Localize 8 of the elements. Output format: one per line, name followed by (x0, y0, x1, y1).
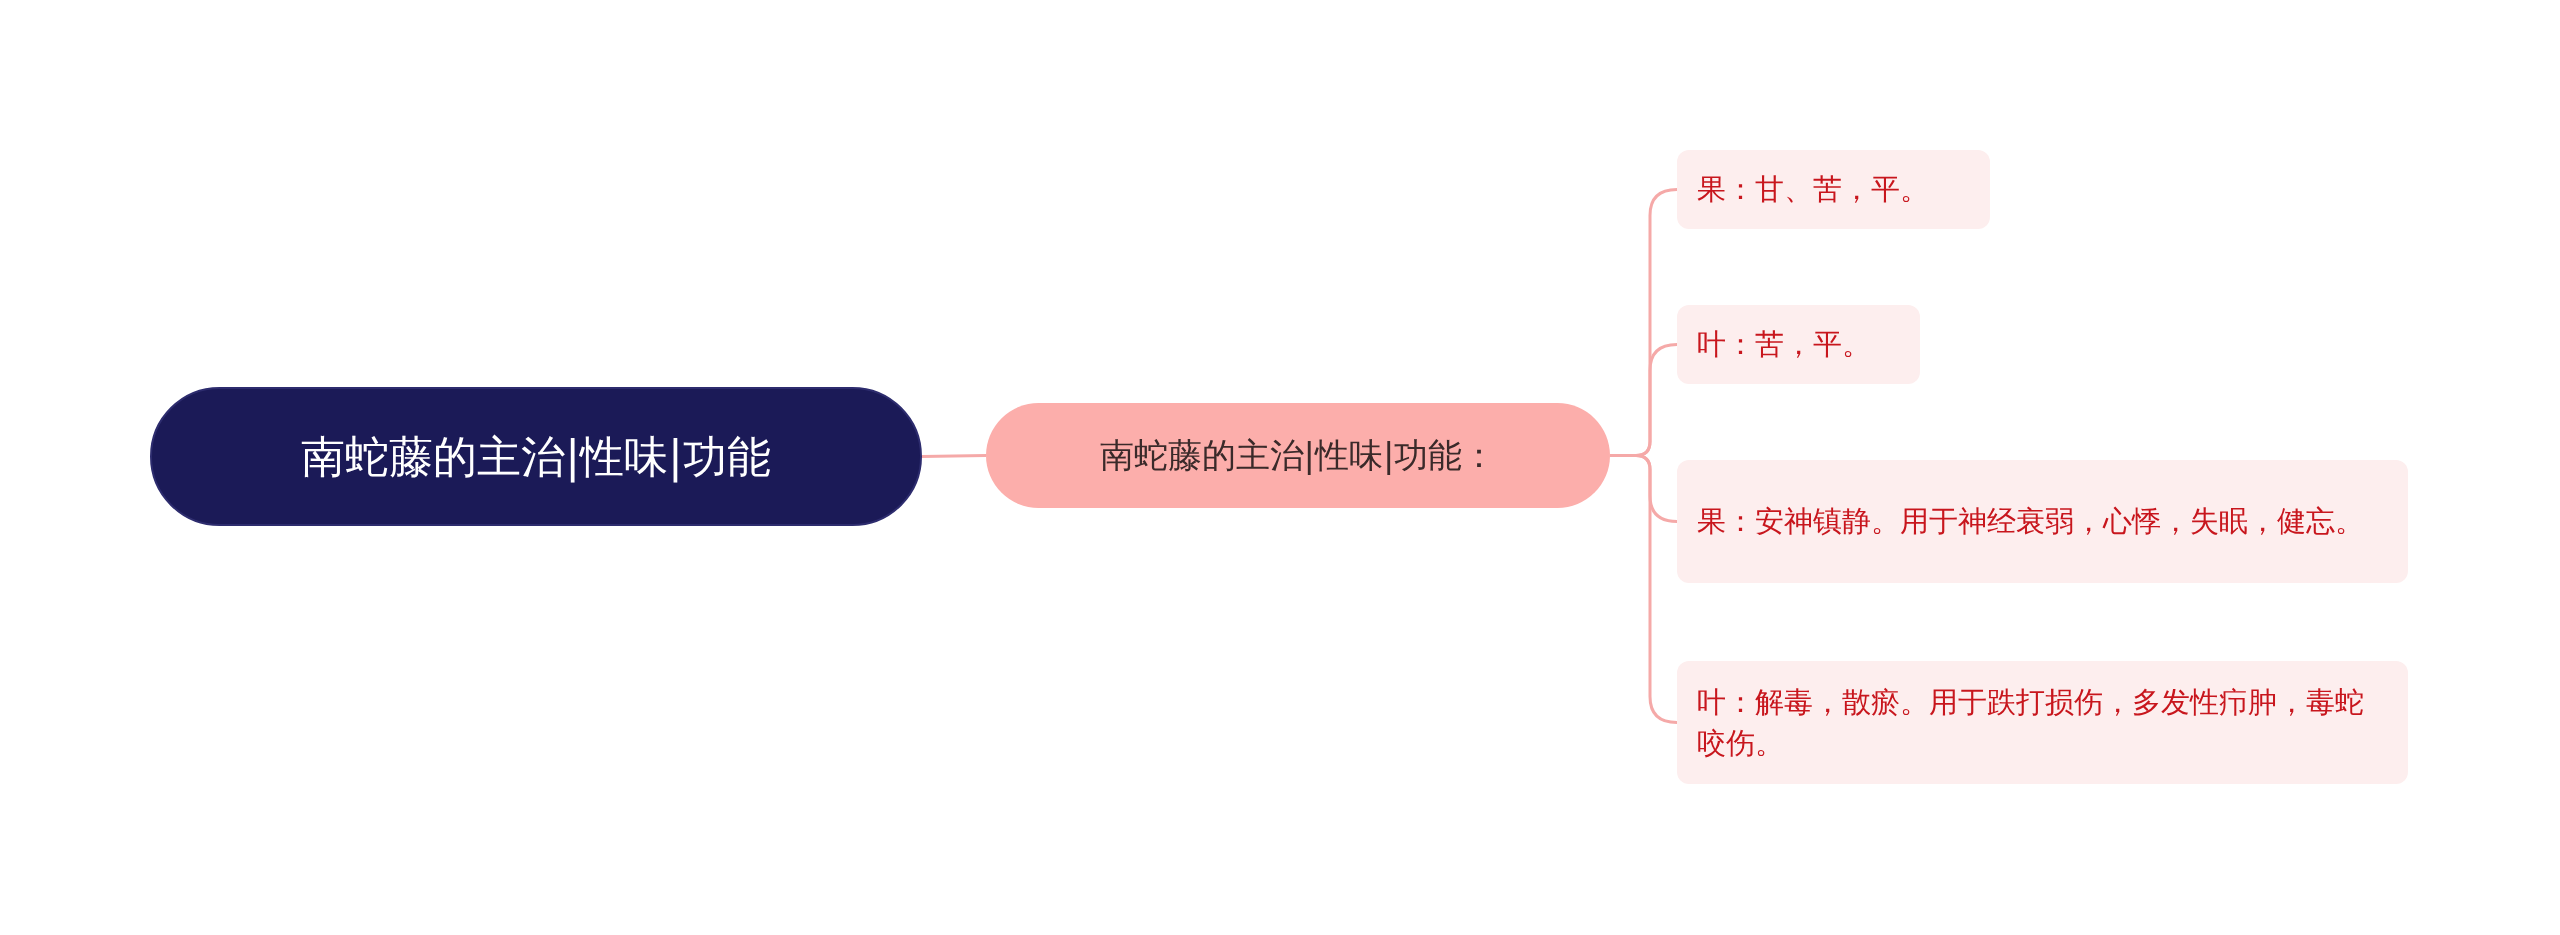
connector-line (1610, 454, 1678, 724)
leaf-topic: 叶：解毒，散瘀。用于跌打损伤，多发性疖肿，毒蛇咬伤。 (1677, 661, 2408, 784)
leaf-topic: 果：甘、苦，平。 (1677, 150, 1990, 229)
connector-line (921, 454, 987, 458)
root-topic: 南蛇藤的主治|性味|功能 (150, 387, 922, 526)
leaf-topic: 叶：苦，平。 (1677, 305, 1920, 384)
leaf-topic: 果：安神镇静。用于神经衰弱，心悸，失眠，健忘。 (1677, 460, 2408, 583)
subtopic: 南蛇藤的主治|性味|功能： (986, 403, 1610, 508)
